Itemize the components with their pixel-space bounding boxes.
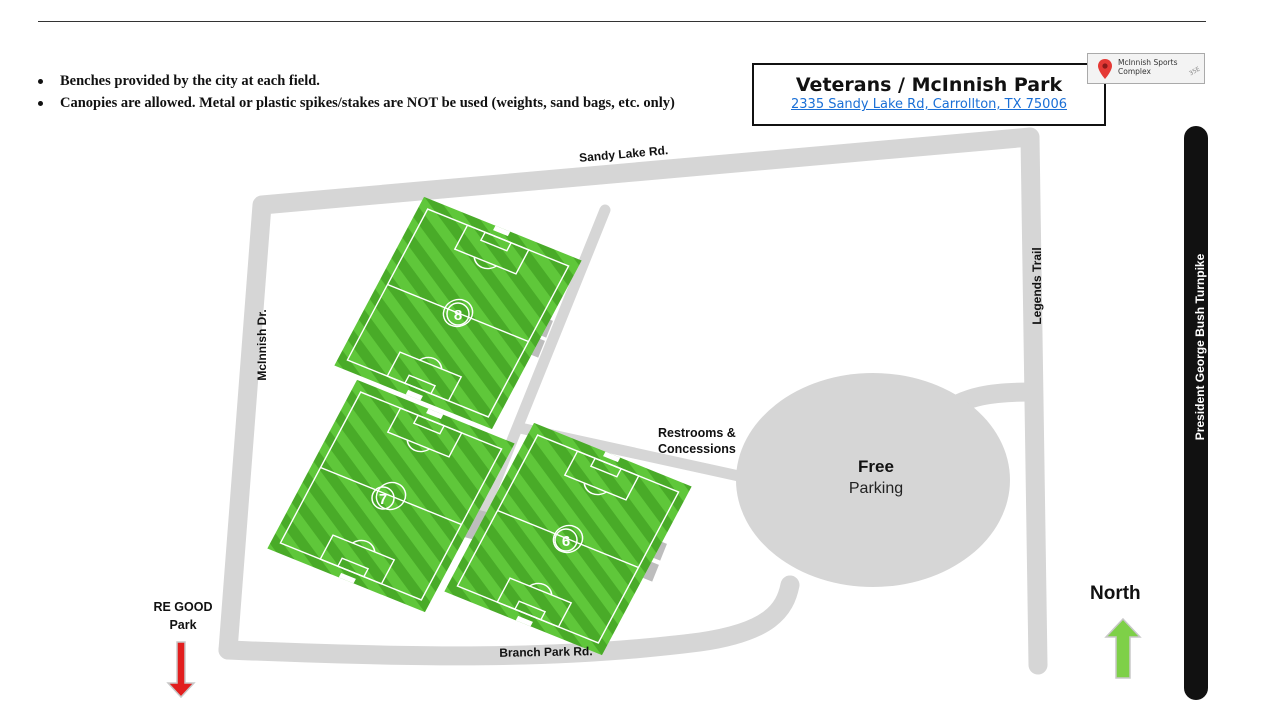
north-label: North [1090,583,1141,604]
down-arrow-icon [166,641,196,699]
restrooms-label-line2: Concessions [658,442,736,456]
re-good-line2: Park [169,618,197,632]
park-info-box: Veterans / McInnish Park 2335 Sandy Lake… [752,63,1106,126]
mcinnish-drive-label: McInnish Dr. [255,309,269,380]
parking-lot [736,373,1010,587]
re-good-line1: RE GOOD [153,600,213,614]
note-benches: Benches provided by the city at each fie… [30,70,675,92]
field-8-number: 8 [454,307,462,324]
north-arrow-icon [1104,617,1142,679]
branch-park-road-label: Branch Park Rd. [499,644,593,660]
field-7-number: 7 [379,491,387,508]
map-thumbnail-label: McInnish Sports Complex [1118,58,1178,76]
field-numbers: 8 7 6 [371,302,578,552]
note-canopies: Canopies are allowed. Metal or plastic s… [30,92,675,114]
re-good-park-label: RE GOOD Park [144,598,222,634]
map-thumbnail[interactable]: McInnish Sports Complex 35E [1087,53,1205,84]
legends-trail-label: Legends Trail [1030,247,1044,324]
parking-label: Parking [848,480,904,497]
parking-free-label: Free [858,457,894,476]
map-pin-icon [1098,59,1112,79]
top-divider [38,21,1206,22]
park-title: Veterans / McInnish Park [795,74,1063,96]
branch-park-road [218,575,800,666]
restrooms-label-line1: Restrooms & [658,426,736,440]
turnpike-road [1184,126,1208,700]
field-6-number: 6 [562,533,570,550]
park-address-link[interactable]: 2335 Sandy Lake Rd, Carrollton, TX 75006 [791,97,1067,112]
restrooms-label: Restrooms & Concessions [658,425,736,457]
turnpike-label: President George Bush Turnpike [1193,253,1207,440]
notes-list: Benches provided by the city at each fie… [30,70,675,114]
perimeter-road [218,127,1048,675]
